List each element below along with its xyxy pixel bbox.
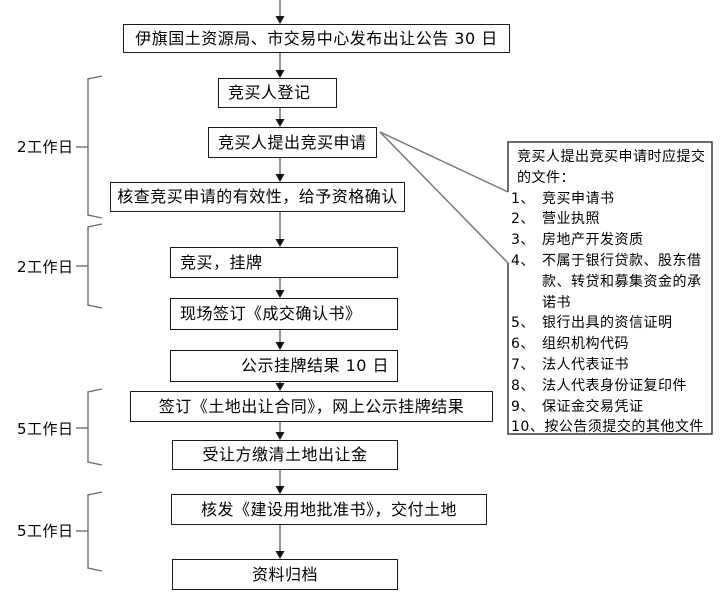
callout-item-text: 保证金交易凭证 <box>542 398 644 415</box>
duration-bracket-3 <box>87 388 103 466</box>
callout-title: 竞买人提出竞买申请时应提交的文件： <box>517 149 706 186</box>
node-land-delivery: 核发《建设用地批准书》，交付土地 <box>171 494 487 525</box>
callout-item-text: 银行出具的资信证明 <box>542 315 673 332</box>
callout-item: 6、 组织机构代码 <box>511 334 706 355</box>
callout-item: 3、 房地产开发资质 <box>511 230 706 251</box>
node-contract-signing: 签订《土地出让合同》，网上公示挂牌结果 <box>130 391 493 422</box>
callout-item: 9、 保证金交易凭证 <box>511 397 706 418</box>
node-bidding-listing: 竞买，挂牌 <box>170 247 398 278</box>
callout-item-text: 不属于银行贷款、股东借款、转贷和募集资金的承诺书 <box>542 252 702 311</box>
callout-item: 5、 银行出具的资信证明 <box>511 313 706 334</box>
node-archiving: 资料归档 <box>172 559 398 590</box>
duration-label-1: 2工作日 <box>17 138 74 156</box>
callout-item-number: 5、 <box>511 315 535 332</box>
callout-item-number: 6、 <box>511 336 535 353</box>
callout-item-text: 房地产开发资质 <box>542 232 644 249</box>
node-bid-application: 竞买人提出竞买申请 <box>208 127 377 158</box>
callout-item-number: 8、 <box>511 377 535 394</box>
duration-bracket-2 <box>87 223 103 309</box>
callout-item: 7、 法人代表证书 <box>511 355 706 376</box>
callout-item-number: 4、 <box>511 252 535 269</box>
callout-item-number: 3、 <box>511 232 535 249</box>
callout-item-number: 1、 <box>511 190 535 207</box>
node-qualification-check: 核查竞买申请的有效性，给予资格确认 <box>110 182 405 212</box>
node-payment: 受让方缴清土地出让金 <box>172 440 398 470</box>
callout-item: 4、 不属于银行贷款、股东借款、转贷和募集资金的承诺书 <box>511 251 706 313</box>
node-confirmation-signing: 现场签订《成交确认书》 <box>170 298 398 330</box>
callout-item: 2、 营业执照 <box>511 209 706 230</box>
duration-label-4: 5工作日 <box>17 522 74 540</box>
callout-pointer-lines <box>379 131 509 264</box>
duration-bracket-1 <box>87 75 103 219</box>
callout-item-text: 组织机构代码 <box>542 336 629 353</box>
node-result-publicity: 公示挂牌结果 10 日 <box>170 350 398 382</box>
flow-arrows <box>275 0 285 559</box>
duration-brackets <box>76 75 103 572</box>
node-announcement: 伊旗国土资源局、市交易中心发布出让公告 30 日 <box>123 24 510 53</box>
callout-item-text: 按公告须提交的其他文件 <box>544 419 704 436</box>
callout-pointer-upper-line <box>379 131 509 193</box>
callout-item-text: 法人代表身份证复印件 <box>542 377 687 394</box>
callout-item-number: 7、 <box>511 356 535 373</box>
node-bidder-registration: 竞买人登记 <box>218 78 337 108</box>
callout-item-number: 2、 <box>511 211 535 228</box>
callout-item-text: 营业执照 <box>542 211 600 228</box>
callout-item: 8、 法人代表身份证复印件 <box>511 376 706 397</box>
duration-label-2: 2工作日 <box>17 258 74 276</box>
callout-item-text: 法人代表证书 <box>542 356 629 373</box>
callout-border <box>507 141 713 435</box>
callout-item-number: 9、 <box>511 398 535 415</box>
callout-item: 10、 按公告须提交的其他文件 <box>511 417 706 437</box>
duration-label-3: 5工作日 <box>17 420 74 438</box>
callout-item: 1、 竞买申请书 <box>511 189 706 210</box>
callout-item-number: 10、 <box>511 419 545 436</box>
callout-box: 竞买人提出竞买申请时应提交的文件： 1、 竞买申请书 2、 营业执照 3、 房地… <box>508 142 712 437</box>
callout-item-text: 竞买申请书 <box>542 190 615 207</box>
duration-bracket-4 <box>87 491 103 572</box>
callout-pointer-lower-line <box>379 131 509 264</box>
